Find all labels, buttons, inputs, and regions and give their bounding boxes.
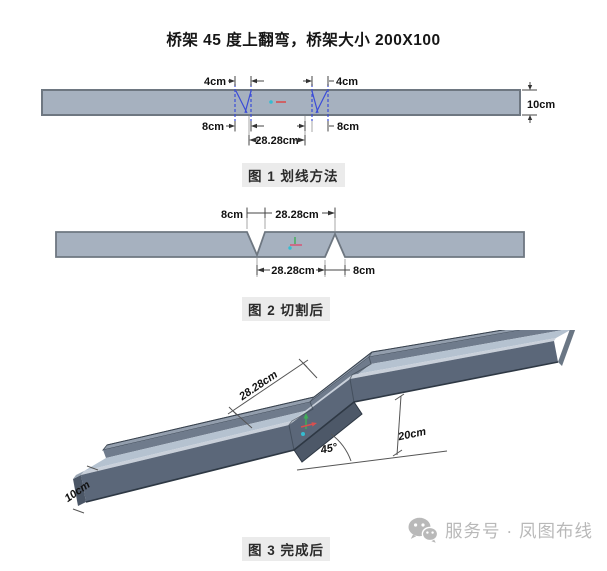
tray-left-end-rim <box>73 471 84 479</box>
dim-label: 8cm <box>221 209 243 221</box>
tray-right-end-cap <box>558 330 576 366</box>
ucs-marker <box>288 237 302 250</box>
figure2-drawing: 8cm 28.28cm 28.28cm 8cm <box>55 207 525 277</box>
cut-mark-right <box>311 84 329 121</box>
tray-left-end-cap <box>73 475 86 506</box>
dim-label: 28.28cm <box>275 209 319 221</box>
dim-label: 28.28cm <box>271 265 315 277</box>
page-title: 桥架 45 度上翻弯，桥架大小 200X100 <box>166 32 441 49</box>
dim-label: 4cm <box>336 76 358 88</box>
figure1-dimensions: 4cm 4cm 8cm <box>202 76 555 147</box>
tray-floor <box>84 330 571 471</box>
wechat-icon <box>408 517 438 543</box>
tray-top-edge <box>106 330 506 446</box>
cut-mark-left <box>234 84 252 121</box>
tray-far-wall <box>103 330 563 458</box>
dim-label: 10cm <box>527 99 555 111</box>
fold-lines <box>288 351 373 451</box>
figure3-caption: 图 3 完成后 <box>242 537 331 561</box>
dim-label: 20cm <box>396 426 427 444</box>
dim-label: 28.28cm <box>236 369 280 404</box>
tray-near-rim <box>81 338 556 475</box>
figure1-bar <box>41 89 521 116</box>
watermark: 服务号 · 凤图布线 <box>408 516 593 544</box>
ucs-marker <box>269 100 286 104</box>
figure3-drawing: 28.28cm 45° 20cm 10cm <box>63 330 576 514</box>
tray-bottom-edge <box>85 361 559 503</box>
figure2-caption: 图 2 切割后 <box>242 297 331 321</box>
dim-label: 8cm <box>202 121 224 133</box>
dim-label: 45° <box>319 441 339 457</box>
dim-label: 28.28cm <box>255 135 299 147</box>
ucs-marker <box>300 413 317 436</box>
dim-label: 4cm <box>204 76 226 88</box>
dim-label: 8cm <box>353 265 375 277</box>
dim-label: 8cm <box>337 121 359 133</box>
figure1-drawing: 4cm 4cm 8cm <box>41 76 555 147</box>
watermark-text: 服务号 · 凤图布线 <box>445 520 594 541</box>
tray-near-wall <box>81 341 558 502</box>
figure1-caption: 图 1 划线方法 <box>242 163 345 187</box>
figure2-dimensions: 8cm 28.28cm 28.28cm 8cm <box>221 208 375 277</box>
